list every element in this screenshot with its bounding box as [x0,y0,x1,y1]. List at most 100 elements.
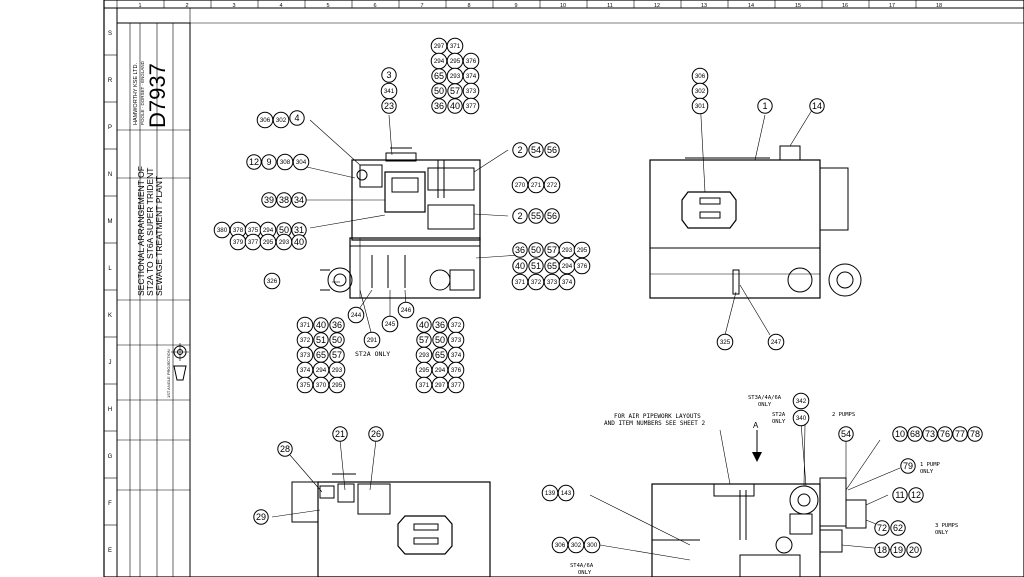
side-view-drawing [649,145,862,299]
company-line-1: HAMWORTHY KSE LTD. [133,62,139,125]
item-balloon: 379 [229,233,247,251]
item-number: 325 [720,339,731,346]
item-number: 376 [451,367,462,374]
item-number: 19 [893,545,903,555]
item-number: 51 [531,261,541,271]
item-balloon: 246 [397,301,415,319]
item-balloon: 4 [289,110,305,126]
item-number: 373 [547,279,558,286]
item-balloon: 342 [792,392,810,410]
item-number: 34 [294,195,304,205]
item-balloon: 300 [583,536,601,554]
item-number: 374 [451,352,462,359]
item-number: 39 [264,195,274,205]
item-number: 57 [450,86,460,96]
item-number: 10 [895,429,905,439]
item-number: 371 [419,382,430,389]
item-number: 1 [762,101,767,111]
item-balloon: 295 [259,233,277,251]
column-number: 7 [420,3,423,9]
item-number: 297 [434,43,445,50]
item-number: 54 [841,429,851,439]
item-number: 54 [531,145,541,155]
item-balloon: 65 [431,68,447,84]
item-number: 40 [515,261,525,271]
item-balloon: 295 [415,361,433,379]
item-balloon: 36 [431,98,447,114]
note-3-pumps-2: ONLY [935,530,949,536]
column-number: 6 [373,3,376,9]
item-number: 271 [531,182,542,189]
item-number: 51 [316,335,326,345]
item-number: 295 [577,247,588,254]
item-number: 143 [561,490,572,497]
item-balloon: 23 [381,98,397,114]
item-number: 272 [547,182,558,189]
item-balloon: 51 [528,258,544,274]
item-balloon: 20 [906,542,922,558]
item-number: 56 [547,211,557,221]
column-number: 14 [748,3,754,9]
item-number: 14 [812,101,822,111]
item-balloon: 297 [430,37,448,55]
item-number: 373 [451,337,462,344]
note-st4a-1: ST4A/6A [570,563,594,569]
front-view-drawing [320,147,481,299]
item-balloon: 326 [263,272,281,290]
item-balloon: 57 [329,347,345,363]
column-number: 1 [138,3,141,9]
item-balloon: 57 [544,242,560,258]
item-number: 57 [419,335,429,345]
item-balloon: 143 [557,484,575,502]
item-number: 304 [296,159,307,166]
item-number: 302 [695,88,706,95]
note-st2a-2: ONLY [772,419,786,425]
item-balloon: 293 [275,233,293,251]
row-letter: M [108,219,113,225]
item-number: 306 [260,117,271,124]
item-balloon: 19 [890,542,906,558]
item-number: 270 [515,182,526,189]
item-balloon: 28 [277,441,293,457]
row-letter: J [109,360,112,366]
item-number: 300 [587,542,598,549]
column-number: 12 [654,3,660,9]
item-balloon: 65 [544,258,560,274]
note-pipework-1: FOR AIR PIPEWORK LAYOUTS [614,413,701,420]
item-number: 40 [316,320,326,330]
item-balloon: 295 [573,241,591,259]
item-balloon: 293 [328,361,346,379]
item-balloon: 139 [541,484,559,502]
item-balloon: 293 [446,67,464,85]
item-balloon: 50 [431,83,447,99]
item-balloon: 2 [512,208,528,224]
item-number: 380 [217,227,228,234]
item-balloon: 380 [213,221,231,239]
item-number: 377 [248,239,259,246]
item-number: 374 [466,73,477,80]
item-balloon: 56 [544,208,560,224]
column-number: 2 [185,3,188,9]
item-balloon: 371 [296,316,314,334]
item-balloon: 21 [332,426,348,442]
item-balloon: 374 [296,361,314,379]
view-a-label: A [753,421,759,430]
item-number: 55 [531,211,541,221]
item-number: 50 [531,245,541,255]
item-number: 295 [419,367,430,374]
item-balloon: 38 [276,192,292,208]
item-number: 376 [466,58,477,65]
item-number: 57 [332,350,342,360]
item-balloon: 306 [691,67,709,85]
item-balloon: 325 [716,333,734,351]
note-1-pump-2: ONLY [920,469,934,475]
item-number: 36 [435,320,445,330]
column-number: 9 [514,3,517,9]
item-number: 40 [450,101,460,111]
item-balloon: 293 [415,346,433,364]
item-balloon: 340 [792,409,810,427]
item-balloon: 50 [432,332,448,348]
column-number: 17 [889,3,895,9]
item-balloon: 375 [296,376,314,394]
